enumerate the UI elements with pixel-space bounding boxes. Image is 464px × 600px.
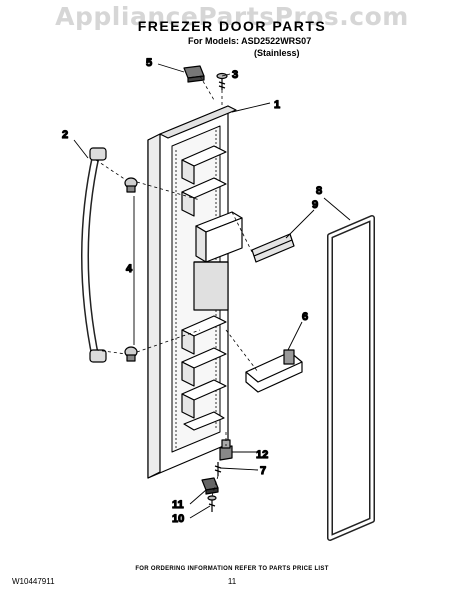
watermark: AppliancePartsPros.com bbox=[55, 2, 409, 31]
callout-12: 12 bbox=[256, 449, 268, 461]
bottom-hinge bbox=[219, 439, 233, 461]
callout-7: 7 bbox=[260, 465, 266, 477]
shelf-trim bbox=[251, 233, 295, 263]
callout-8: 8 bbox=[316, 185, 322, 197]
bottom-screw bbox=[207, 495, 217, 512]
callout-5: 5 bbox=[146, 57, 152, 69]
hinge-bracket bbox=[201, 477, 219, 495]
hinge-screw bbox=[214, 462, 222, 476]
callout-11: 11 bbox=[172, 499, 184, 511]
ordering-note: FOR ORDERING INFORMATION REFER TO PARTS … bbox=[135, 566, 329, 572]
callout-1: 1 bbox=[274, 99, 280, 111]
door-handle bbox=[81, 147, 107, 363]
document-number: W10447911 bbox=[12, 577, 55, 586]
freezer-door-assembly bbox=[147, 105, 243, 479]
callout-3: 3 bbox=[232, 69, 238, 81]
ice-chute-door bbox=[245, 349, 303, 393]
top-screw bbox=[216, 72, 228, 90]
model-variant: (Stainless) bbox=[254, 48, 300, 58]
callout-4: 4 bbox=[126, 263, 133, 275]
model-number: For Models: ASD2522WRS07 bbox=[188, 36, 312, 46]
callout-leaders bbox=[73, 63, 351, 519]
assembly-guide-lines bbox=[95, 75, 259, 497]
callout-10: 10 bbox=[172, 513, 184, 525]
page-number: 11 bbox=[227, 577, 237, 586]
door-gasket bbox=[327, 215, 375, 541]
callout-2: 2 bbox=[62, 129, 68, 141]
diagram-title: FREEZER DOOR PARTS bbox=[137, 18, 327, 34]
hinge-cap bbox=[183, 65, 205, 83]
handle-mounting-studs bbox=[124, 177, 138, 362]
callout-9: 9 bbox=[312, 199, 318, 211]
callout-6: 6 bbox=[302, 311, 308, 323]
